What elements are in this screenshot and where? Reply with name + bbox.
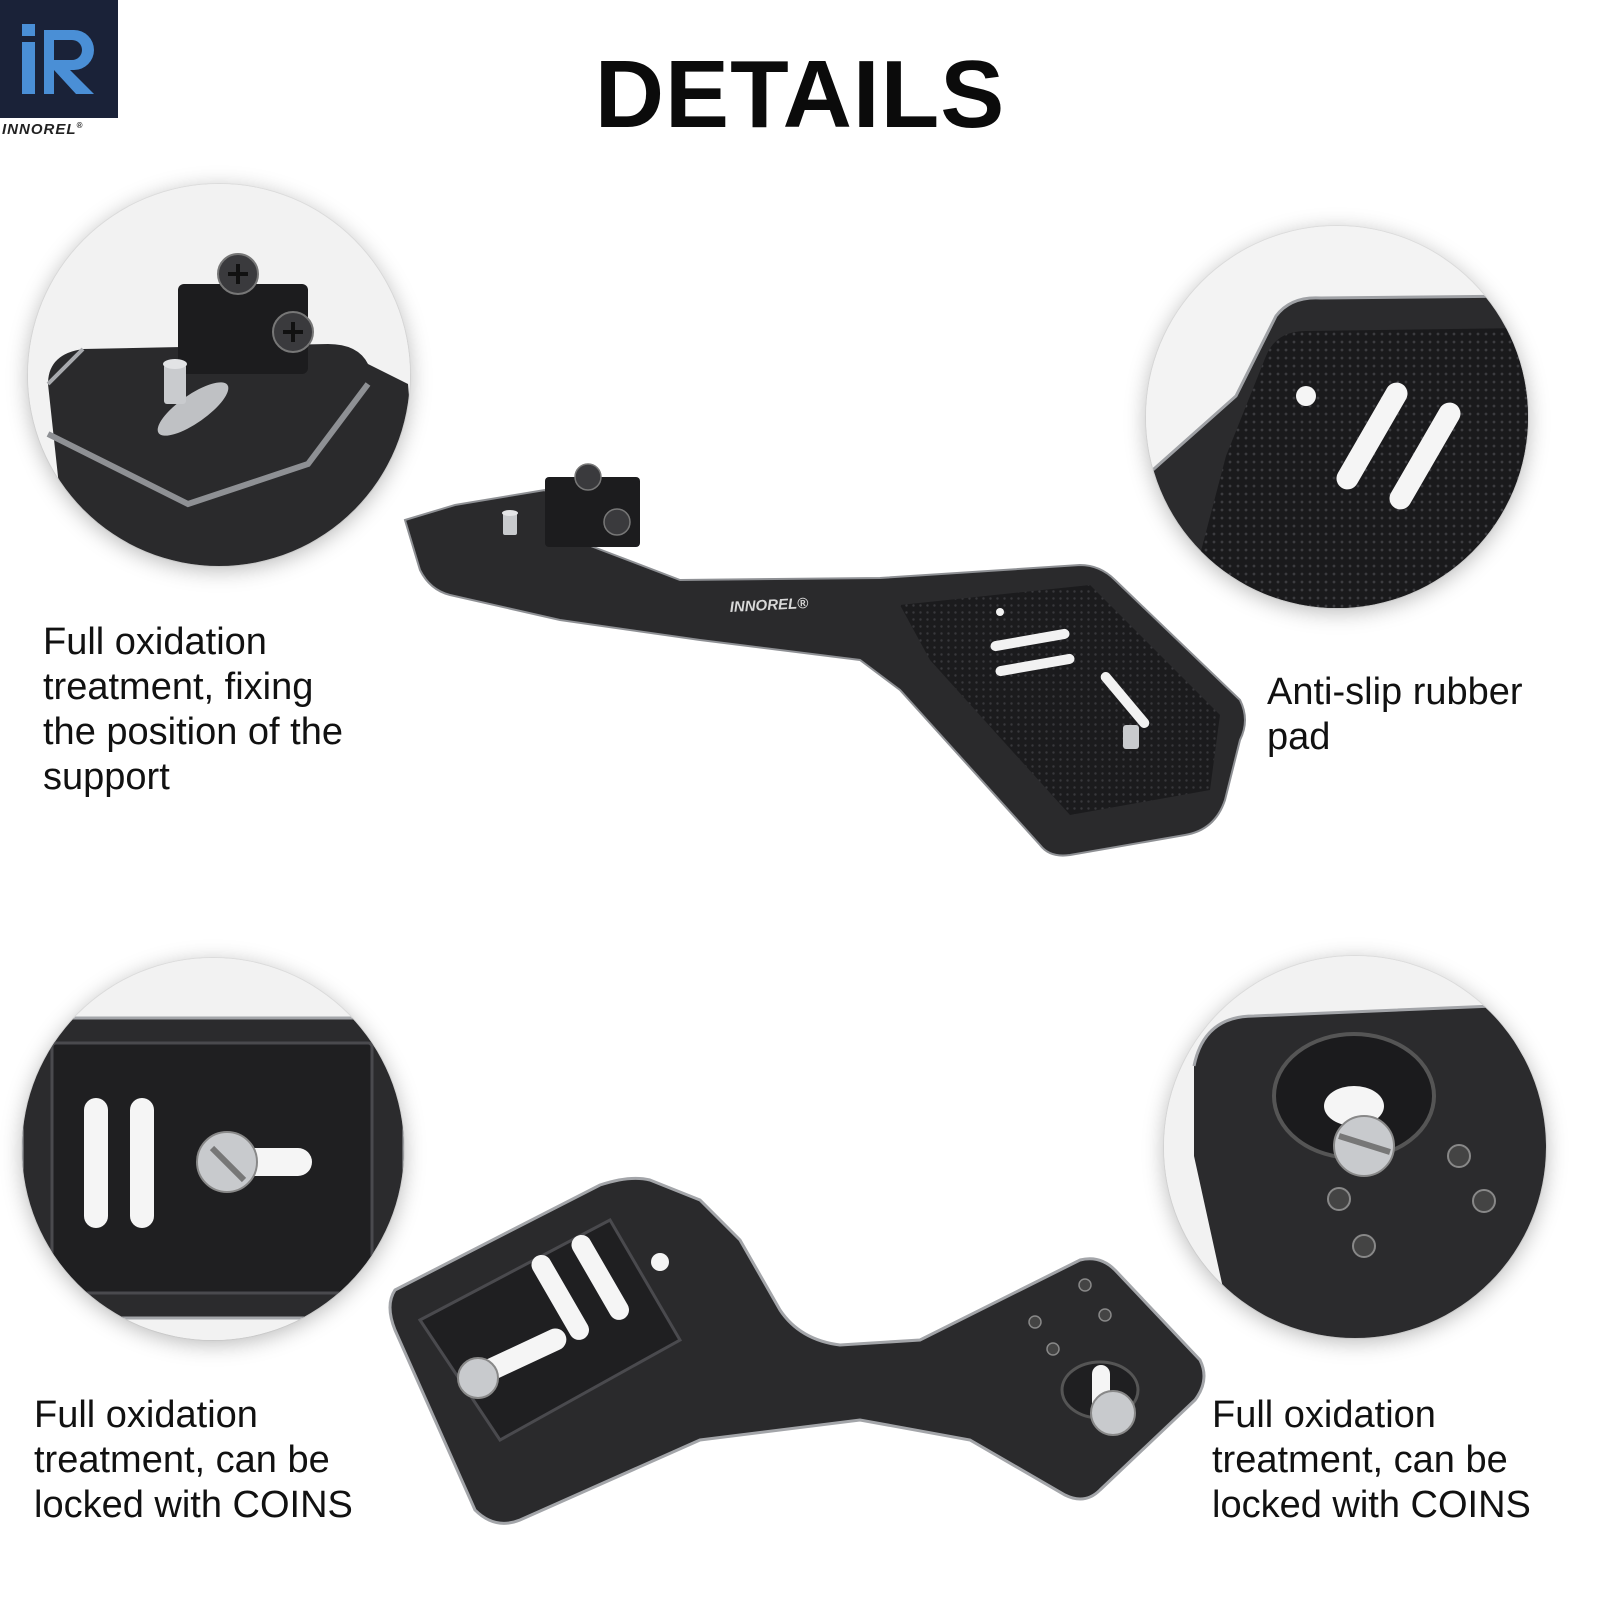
caption-top-right: Anti-slip rubber pad — [1267, 670, 1523, 760]
detail-circle-screw-block — [28, 184, 410, 566]
caption-line: Full oxidation — [43, 621, 267, 663]
caption-line: support — [43, 756, 170, 798]
caption-line: locked with COINS — [34, 1484, 353, 1526]
top-bracket: INNOREL® — [403, 463, 1246, 857]
brand-name: INNOREL® — [2, 121, 84, 138]
product-engraving: INNOREL® — [729, 595, 809, 616]
detail-circle-threaded-holes — [1164, 956, 1546, 1338]
caption-line: locked with COINS — [1212, 1484, 1531, 1526]
caption-line: Full oxidation — [1212, 1394, 1436, 1436]
detail-circle-coin-screw — [22, 958, 404, 1340]
bottom-bracket — [388, 1176, 1206, 1525]
caption-line: treatment, can be — [1212, 1439, 1508, 1481]
caption-line: treatment, can be — [34, 1439, 330, 1481]
caption-top-left: Full oxidation treatment, fixing the pos… — [43, 620, 343, 800]
detail-circle-rubber-pad — [1146, 226, 1528, 608]
caption-line: pad — [1267, 716, 1331, 758]
caption-bottom-left: Full oxidation treatment, can be locked … — [34, 1393, 353, 1528]
brand-logo — [0, 0, 118, 118]
caption-line: treatment, fixing — [43, 666, 314, 708]
caption-line: the position of the — [43, 711, 343, 753]
caption-bottom-right: Full oxidation treatment, can be locked … — [1212, 1393, 1531, 1528]
caption-line: Anti-slip rubber — [1267, 671, 1523, 713]
caption-line: Full oxidation — [34, 1394, 258, 1436]
page-title: DETAILS — [594, 41, 1006, 148]
logo-mark-icon — [22, 24, 94, 94]
